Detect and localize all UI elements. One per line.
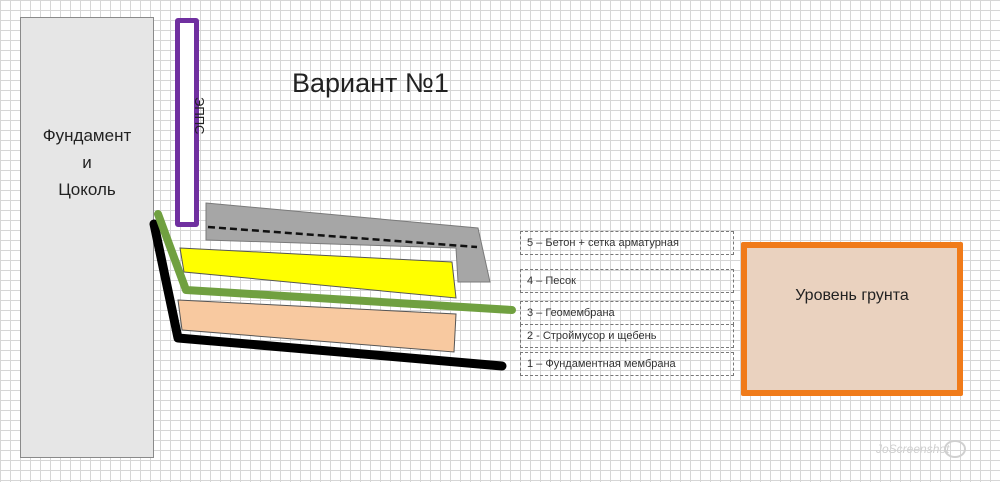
legend-label-4: 4 – Песок [520, 269, 734, 293]
foundation-block [20, 17, 154, 458]
layer-geomembrane [154, 210, 516, 314]
epps-insulation [175, 18, 199, 227]
legend-label-5: 5 – Бетон + сетка арматурная [520, 231, 734, 255]
legend-label-1: 1 – Фундаментная мембрана [520, 352, 734, 376]
rebar-mesh-line [207, 225, 478, 249]
layer-sand [179, 247, 457, 299]
layer-concrete [205, 202, 491, 283]
foundation-label-line2: и [82, 153, 92, 172]
watermark-text: JoScreenshot [876, 442, 950, 456]
ground-level-label: Уровень грунта [795, 287, 909, 304]
legend-label-3: 3 – Геомембрана [520, 301, 734, 325]
diagram-title: Вариант №1 [292, 68, 449, 98]
legend-label-2: 2 - Строймусор и щебень [520, 324, 734, 348]
epps-label: ЭППС [192, 97, 207, 135]
foundation-label-line3: Цоколь [58, 180, 116, 199]
ground-level-box [741, 242, 963, 396]
watermark-logo-icon [944, 440, 966, 458]
foundation-label-line1: Фундамент [42, 126, 132, 145]
layer-rubble [177, 299, 457, 353]
foundation-label: Фундамент и Цоколь [20, 122, 154, 203]
layer-foundation-membrane [149, 219, 507, 371]
